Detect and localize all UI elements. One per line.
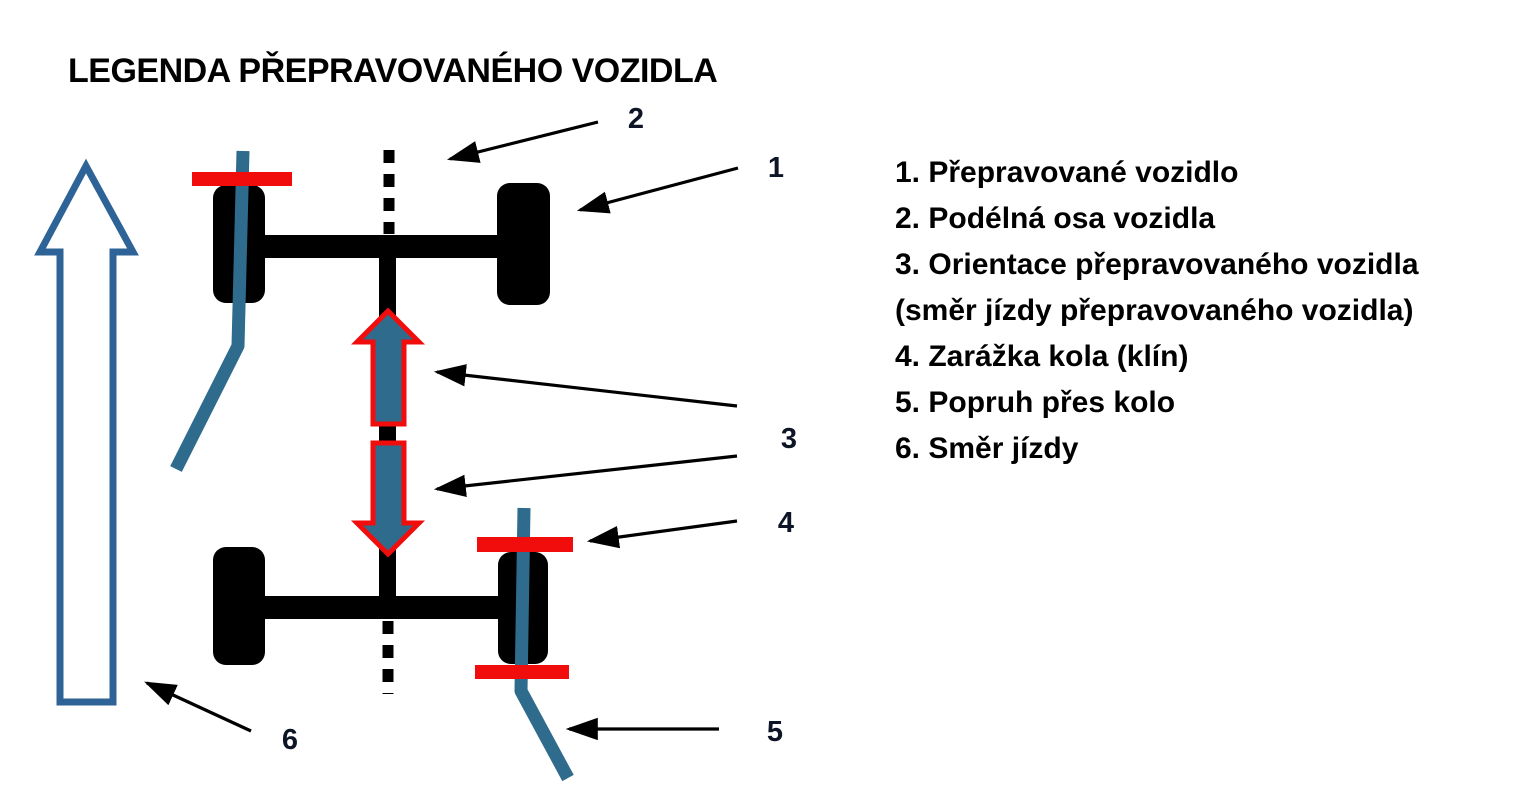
- callout-label-6: 6: [282, 724, 298, 756]
- legend-item-6: 6. Směr jízdy: [895, 432, 1079, 465]
- legend-item-5: 5. Popruh přes kolo: [895, 386, 1176, 419]
- callout-arrow-4: [586, 519, 738, 549]
- legend-item-1: 1. Přepravované vozidlo: [895, 156, 1239, 189]
- wheel-strap-rear-right: [514, 507, 574, 782]
- wheel-front-right: [497, 183, 550, 305]
- callout-label-1: 1: [768, 152, 784, 184]
- callout-label-3: 3: [781, 423, 797, 455]
- front-axle: [250, 235, 508, 258]
- legend-item-2: 2. Podélná osa vozidla: [895, 202, 1216, 235]
- callout-arrow-1: [576, 166, 739, 214]
- wheel-chock-rear-right-top: [477, 537, 573, 552]
- callout-label-5: 5: [767, 716, 783, 748]
- orientation-arrow-down: [350, 440, 426, 558]
- callout-label-4: 4: [778, 507, 794, 539]
- legend-list: 1. Přepravované vozidlo 2. Podélná osa v…: [895, 150, 1419, 472]
- wheel-chock-front-left: [192, 172, 292, 186]
- callout-arrow-6: [144, 681, 252, 733]
- figure-title: LEGENDA PŘEPRAVOVANÉHO VOZIDLA: [68, 52, 718, 90]
- callout-arrow-3-lower: [433, 454, 738, 497]
- callout-arrow-2: [446, 120, 599, 163]
- wheel-rear-left: [213, 547, 265, 665]
- direction-of-travel-arrow: [34, 158, 139, 706]
- rear-axle: [250, 596, 508, 619]
- callout-arrow-3-upper: [433, 364, 738, 408]
- wheel-chock-rear-right-bottom: [475, 665, 569, 679]
- legend-item-3-note: (směr jízdy přepravovaného vozidla): [895, 294, 1414, 327]
- orientation-arrow-up: [350, 307, 426, 427]
- legend-item-3: 3. Orientace přepravovaného vozidla: [895, 248, 1419, 281]
- callout-label-2: 2: [628, 103, 644, 135]
- wheel-strap-front-left: [170, 150, 250, 472]
- legend-item-4: 4. Zarážka kola (klín): [895, 340, 1189, 373]
